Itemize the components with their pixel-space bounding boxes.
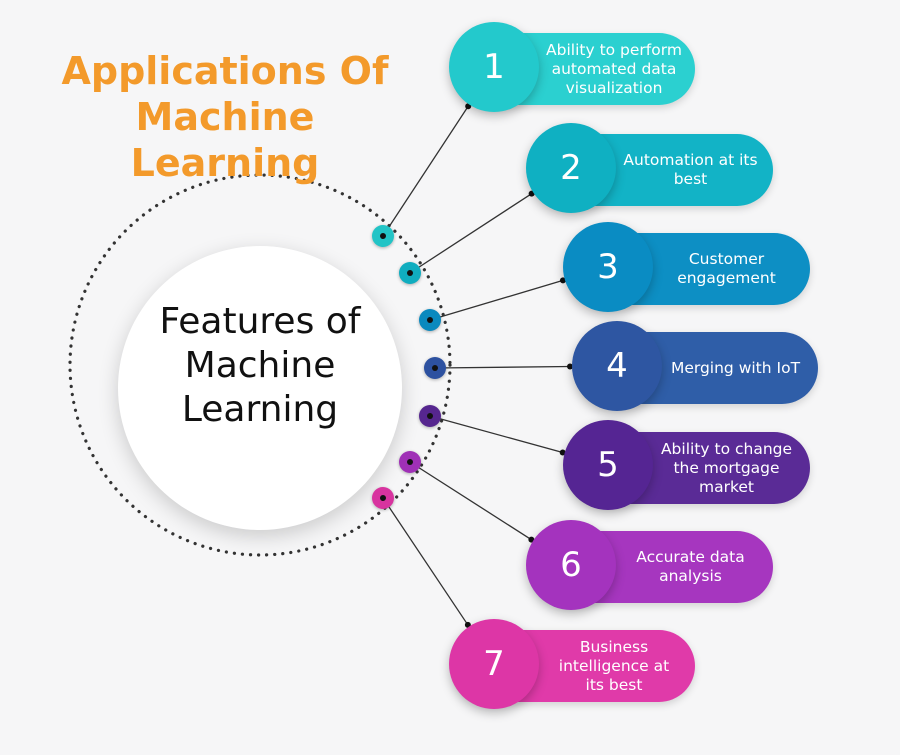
title-line-2: Machine Learning (130, 95, 320, 185)
ring-dot-6 (399, 451, 421, 473)
ring-dot-3 (419, 309, 441, 331)
ring-dot-1 (372, 225, 394, 247)
center-label: Features of Machine Learning (118, 300, 402, 432)
feature-label-line: Merging with IoT (670, 358, 801, 377)
feature-label-line: Automation at its (623, 151, 758, 169)
feature-label-text-4: Merging with IoT (671, 359, 800, 378)
feature-number-5: 5 (563, 420, 653, 510)
connector-line-2 (409, 193, 532, 274)
feature-label-line: market (698, 477, 754, 496)
ring-dot-4 (424, 357, 446, 379)
feature-label-line: its best (585, 675, 643, 694)
ring-dot-5 (419, 405, 441, 427)
feature-label-line: Ability to perform (546, 40, 682, 59)
feature-number-2: 2 (526, 123, 616, 213)
feature-label-line: analysis (659, 567, 722, 585)
feature-label-line: engagement (677, 269, 776, 287)
feature-label-line: best (673, 170, 708, 188)
connector-line-3 (429, 279, 564, 321)
feature-label-line: intelligence at (558, 656, 670, 675)
center-line-3: Learning (181, 389, 339, 430)
feature-number-1: 1 (449, 22, 539, 112)
connector-line-4 (434, 365, 571, 369)
connector-end-4 (567, 363, 574, 370)
feature-label-4: Merging with IoT (665, 332, 806, 404)
feature-label-line: Customer (688, 250, 765, 268)
connector-line-1 (382, 105, 469, 237)
connector-line-7 (382, 497, 469, 626)
ring-dot-2 (399, 262, 421, 284)
center-line-1: Features of (159, 301, 361, 342)
connector-line-5 (429, 415, 563, 454)
connector-line-6 (409, 461, 532, 541)
feature-number-6: 6 (526, 520, 616, 610)
feature-number-4: 4 (572, 321, 662, 411)
title-line-1: Applications Of (61, 49, 389, 93)
dotted-ring (68, 173, 452, 557)
feature-label-line: Business (579, 637, 649, 656)
feature-label-line: the mortgage (673, 458, 780, 477)
feature-number-3: 3 (563, 222, 653, 312)
ring-dot-7 (372, 487, 394, 509)
feature-label-line: visualization (565, 78, 663, 97)
feature-label-line: Accurate data (636, 548, 745, 566)
feature-label-line: automated data (551, 59, 677, 78)
center-line-2: Machine (184, 345, 336, 386)
feature-label-line: Ability to change (660, 439, 793, 458)
page-title: Applications Of Machine Learning (40, 48, 410, 186)
feature-number-7: 7 (449, 619, 539, 709)
center-circle (118, 246, 402, 530)
